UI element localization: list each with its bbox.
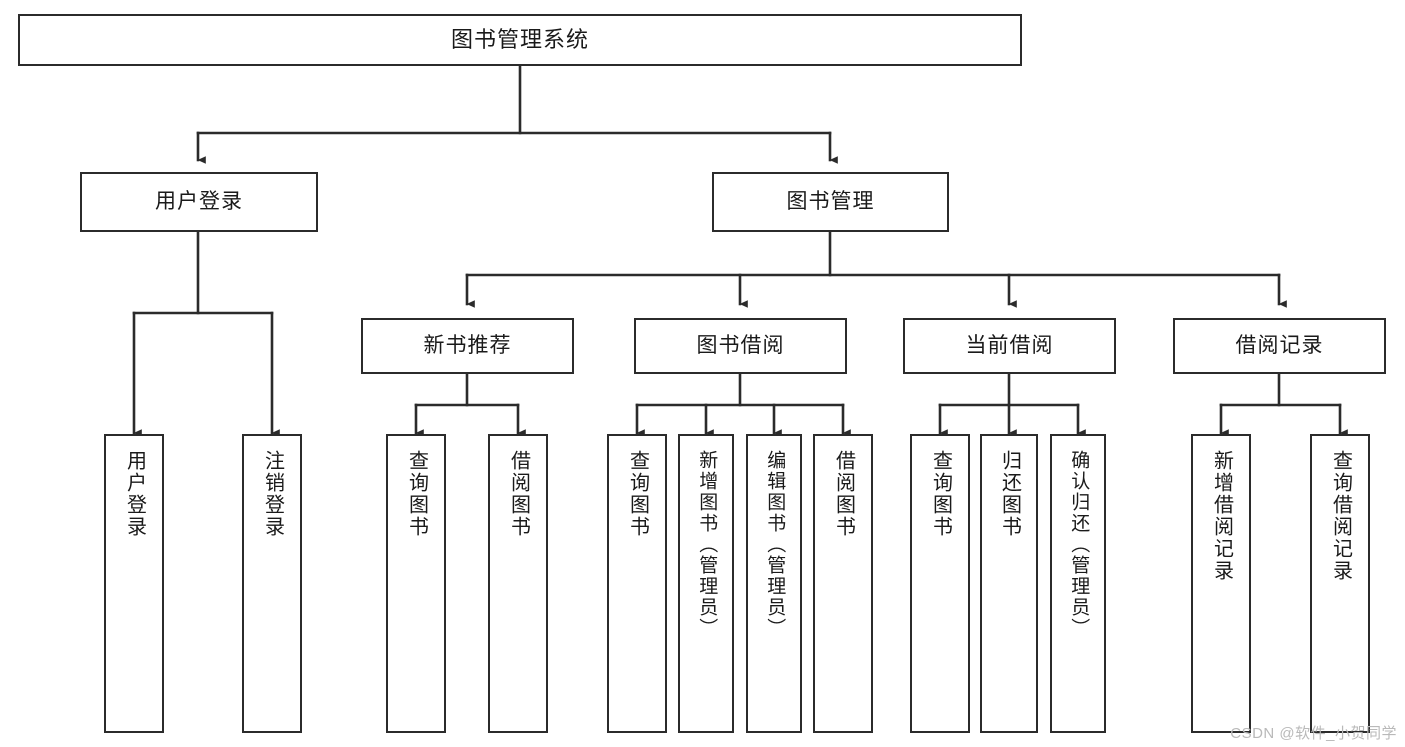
- leaf-label: 查询图书: [405, 450, 428, 538]
- node-book-management[interactable]: 图书管理: [712, 172, 949, 232]
- node-new-book-recommendation[interactable]: 新书推荐: [361, 318, 574, 374]
- leaf-borrow-borrow-book[interactable]: 借阅图书: [813, 434, 873, 733]
- leaf-label: 编辑图书（管理员）: [764, 450, 786, 639]
- node-user-login[interactable]: 用户登录: [80, 172, 318, 232]
- node-current-borrowing[interactable]: 当前借阅: [903, 318, 1116, 374]
- node-book-borrowing[interactable]: 图书借阅: [634, 318, 847, 374]
- leaf-current-confirm-return-admin[interactable]: 确认归还（管理员）: [1050, 434, 1106, 733]
- leaf-record-add-record[interactable]: 新增借阅记录: [1191, 434, 1251, 733]
- leaf-label: 新增图书（管理员）: [696, 450, 718, 639]
- leaf-user-login-signout[interactable]: 注销登录: [242, 434, 302, 733]
- leaf-borrow-query-book[interactable]: 查询图书: [607, 434, 667, 733]
- leaf-label: 借阅图书: [832, 450, 855, 538]
- leaf-borrow-add-book-admin[interactable]: 新增图书（管理员）: [678, 434, 734, 733]
- leaf-label: 查询图书: [929, 450, 952, 538]
- leaf-user-login-signin[interactable]: 用户登录: [104, 434, 164, 733]
- leaf-label: 借阅图书: [507, 450, 530, 538]
- leaf-label: 查询图书: [626, 450, 649, 538]
- leaf-label: 注销登录: [261, 450, 284, 538]
- node-borrowing-record[interactable]: 借阅记录: [1173, 318, 1386, 374]
- leaf-borrow-edit-book-admin[interactable]: 编辑图书（管理员）: [746, 434, 802, 733]
- leaf-label: 确认归还（管理员）: [1068, 450, 1090, 639]
- leaf-record-query-record[interactable]: 查询借阅记录: [1310, 434, 1370, 733]
- leaf-current-return-book[interactable]: 归还图书: [980, 434, 1038, 733]
- leaf-new-book-borrow[interactable]: 借阅图书: [488, 434, 548, 733]
- leaf-label: 新增借阅记录: [1210, 450, 1233, 582]
- leaf-current-query-book[interactable]: 查询图书: [910, 434, 970, 733]
- node-root-system[interactable]: 图书管理系统: [18, 14, 1022, 66]
- leaf-label: 查询借阅记录: [1329, 450, 1352, 582]
- leaf-new-book-query[interactable]: 查询图书: [386, 434, 446, 733]
- leaf-label: 归还图书: [998, 450, 1021, 538]
- leaf-label: 用户登录: [123, 450, 146, 538]
